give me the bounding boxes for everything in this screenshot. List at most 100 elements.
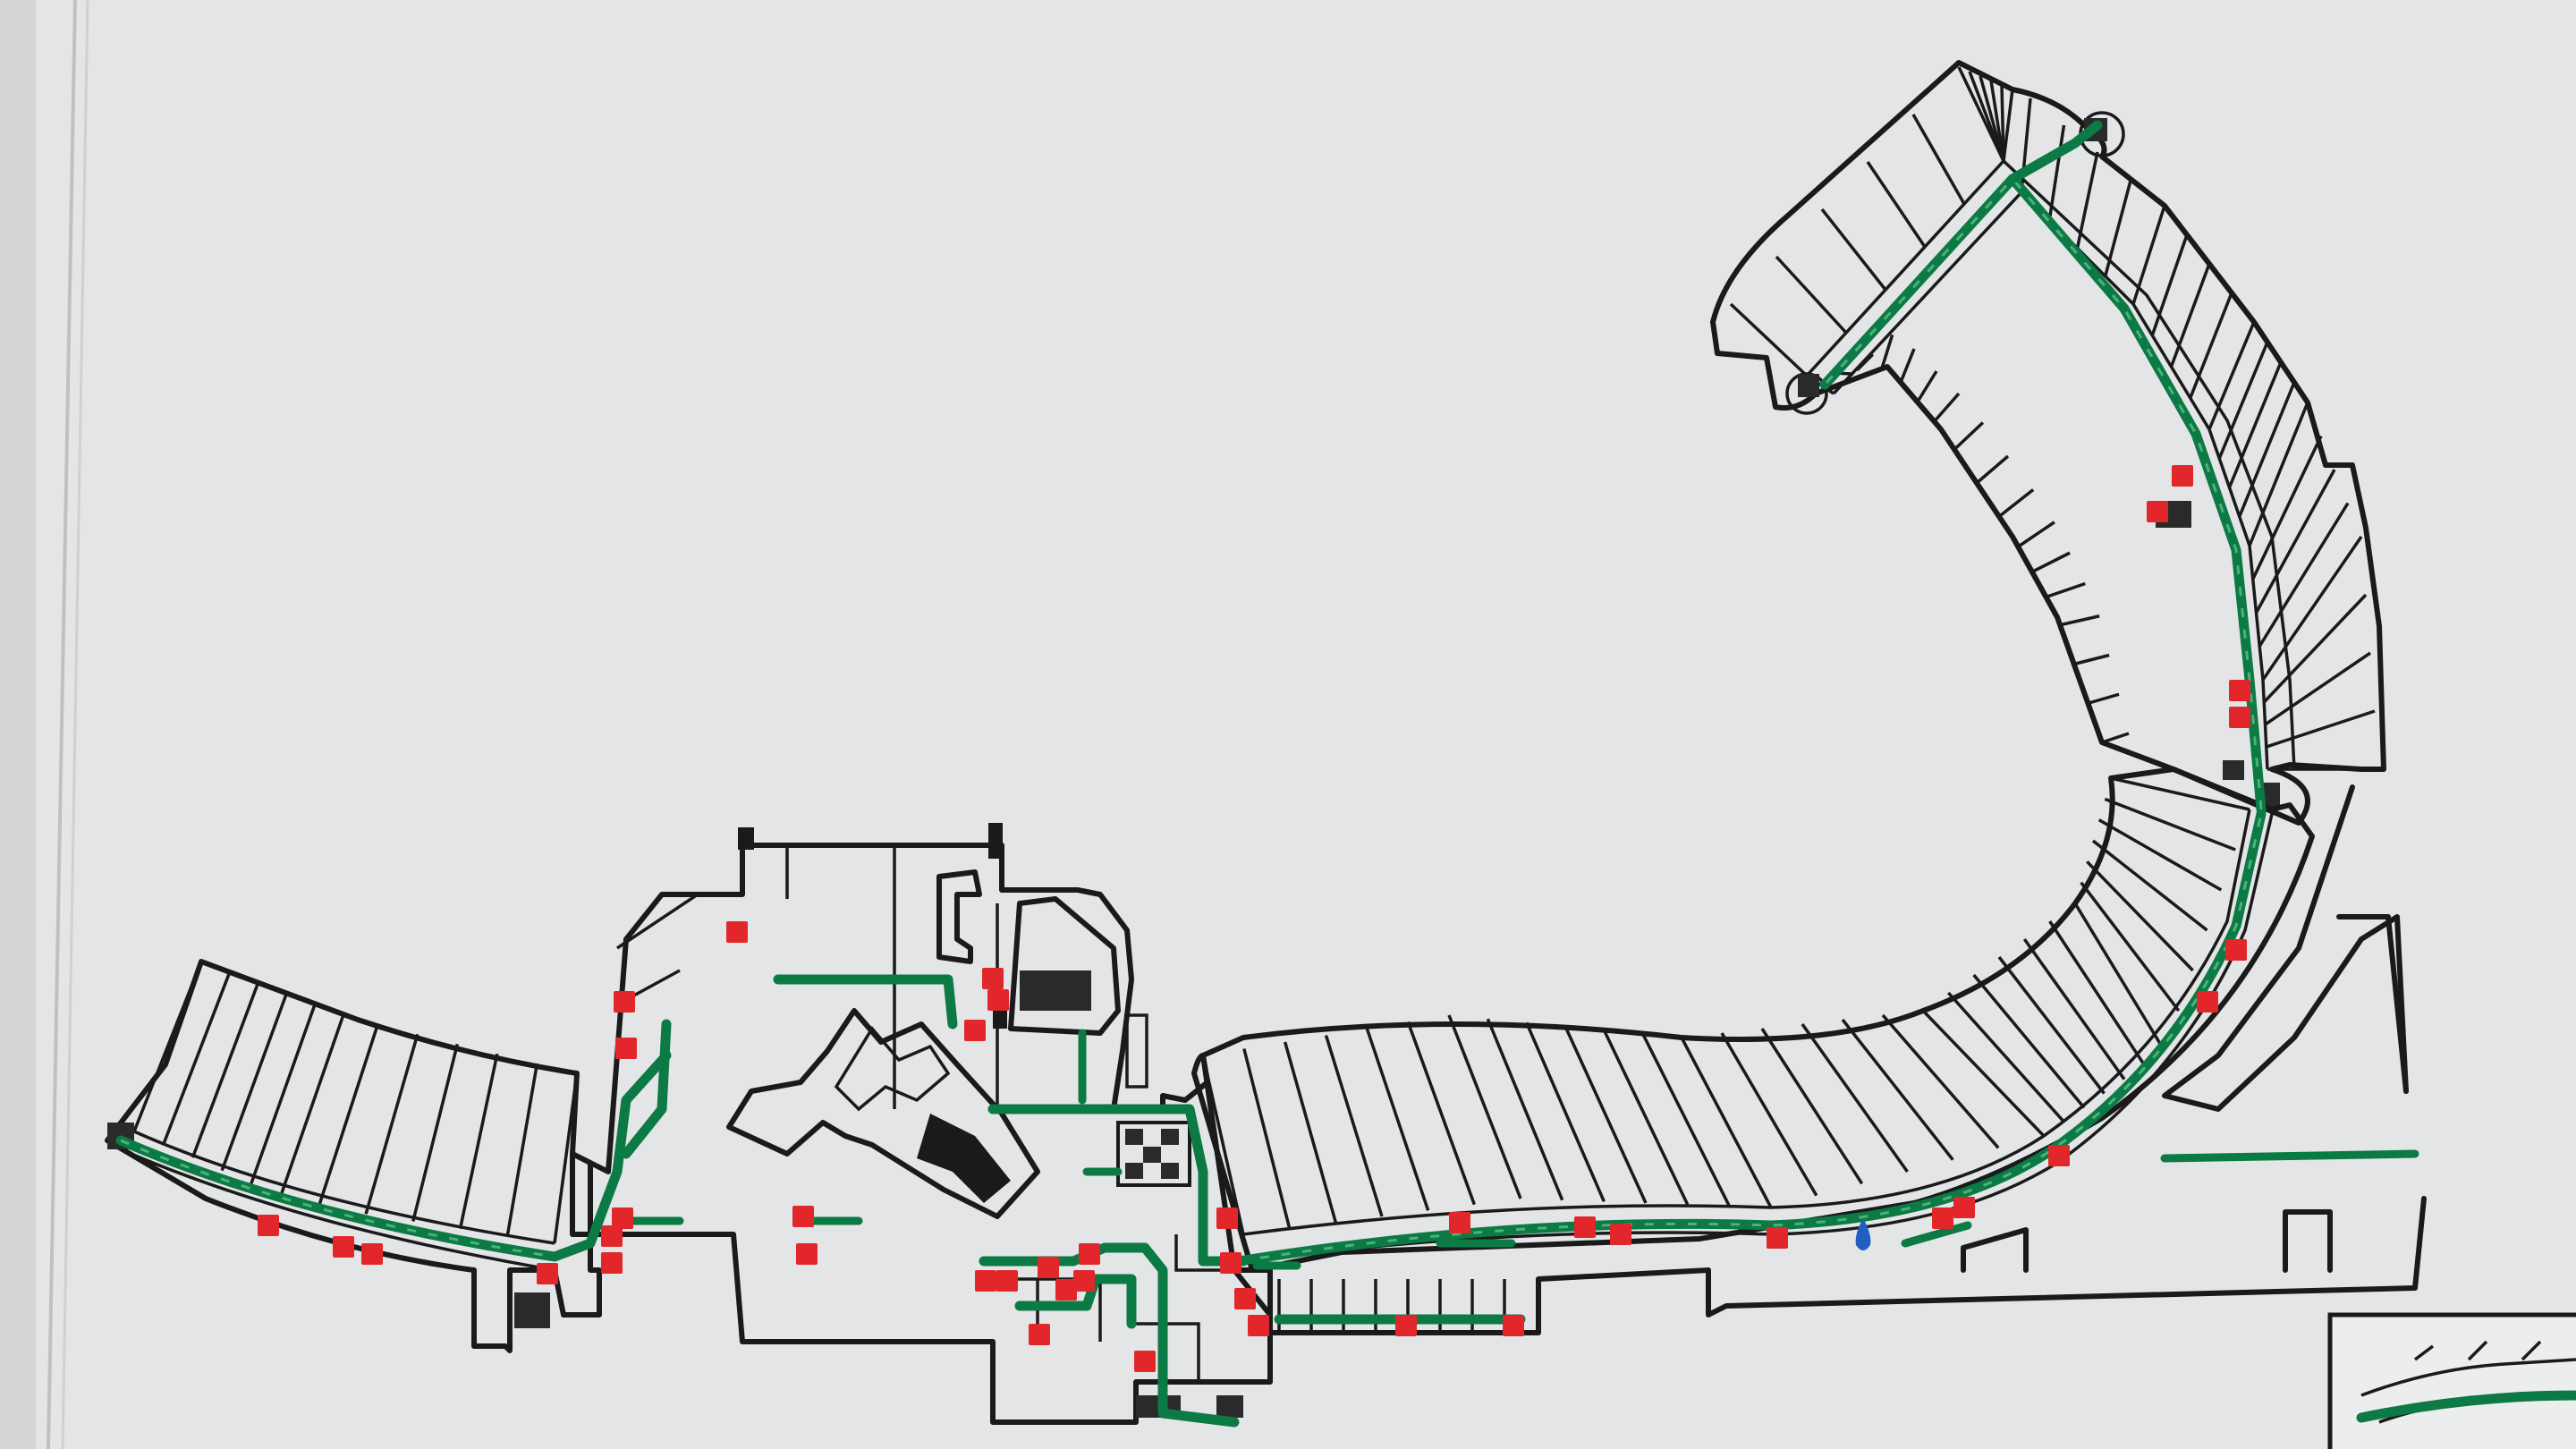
sign-glyph (1041, 1331, 1046, 1338)
central-room-partition (2110, 776, 2250, 811)
sign-glyph (628, 1045, 633, 1052)
sign-glyph (1229, 1215, 1234, 1222)
sign-glyph (2233, 684, 2239, 697)
ne-inner-room-partition (2258, 502, 2350, 648)
sign-glyph (1233, 1259, 1238, 1267)
core-column-3 (993, 1011, 1007, 1029)
sign-glyph (1515, 1322, 1521, 1329)
ne-west-room-partition (2073, 653, 2110, 666)
sign-glyph (995, 975, 1000, 982)
core-column-1 (738, 827, 754, 850)
sign-glyph (1239, 1292, 1244, 1305)
sign-glyph (1453, 1216, 1459, 1229)
ne-inner-room-partition (2227, 361, 2283, 488)
sign-glyph (2241, 714, 2247, 721)
ne-outer-room-partition (2002, 89, 2014, 162)
fire-equipment-sign-icon (1932, 1208, 1953, 1229)
ne-inner-room-partition (2189, 292, 2233, 399)
sign-glyph (1050, 1264, 1055, 1271)
ne-inner-room-partition (2262, 593, 2368, 704)
sign-glyph (1400, 1319, 1405, 1332)
central-room-partition (1525, 1021, 1606, 1203)
west-room-partition (553, 1072, 579, 1244)
fire-equipment-sign-icon (964, 1020, 986, 1041)
core-wedge-block (1008, 896, 1121, 1036)
north-east-wing (1710, 60, 2386, 826)
sign-glyph (1042, 1261, 1047, 1274)
sign-glyph (2151, 505, 2157, 518)
ne-west-room-partition (2087, 692, 2120, 705)
fire-equipment-sign-icon (1073, 1270, 1095, 1292)
west-room-partition (191, 982, 260, 1158)
fire-equipment-sign-icon (537, 1263, 558, 1284)
sign-glyph (979, 1275, 985, 1287)
central-room-partition (2073, 902, 2166, 1052)
ne-inner-room-partition (2254, 469, 2336, 614)
ne-outer-room-partition (1729, 302, 1809, 377)
central-room-partition (1801, 1022, 1909, 1174)
fire-equipment-sign-icon (615, 1038, 637, 1059)
sign-glyph (1033, 1328, 1038, 1341)
sign-glyph (366, 1248, 371, 1260)
ne-inner-room-partition (2075, 151, 2099, 249)
fire-equipment-sign-icon (333, 1236, 354, 1258)
sign-glyph (270, 1222, 275, 1229)
west-room-partition (505, 1063, 539, 1237)
sign-glyph (797, 1210, 802, 1223)
sign-glyph (2176, 470, 2182, 482)
sign-glyph (1936, 1212, 1942, 1224)
west-room-partition (364, 1033, 419, 1215)
central-room-partition (1680, 1037, 1773, 1208)
fire-equipment-sign-icon (2197, 991, 2218, 1013)
west-room-partition (278, 1013, 345, 1198)
sign-glyph (618, 996, 623, 1008)
sign-glyph (969, 1024, 974, 1037)
sign-glyph (1623, 1231, 1628, 1238)
route-ne-corridor (1819, 174, 2267, 815)
central-curved-wing (1191, 767, 2427, 1335)
sign-glyph (1060, 1284, 1065, 1296)
ne-west-room-partition (2031, 551, 2071, 573)
sign-glyph (1091, 1250, 1097, 1258)
sign-glyph (1771, 1232, 1776, 1244)
sign-glyph (1260, 1322, 1266, 1329)
central-room-partition (1447, 1014, 1522, 1199)
west-room-partition (411, 1043, 460, 1222)
fire-safety-signs (258, 465, 2250, 1372)
sign-glyph (2230, 944, 2235, 956)
fire-equipment-sign-icon (726, 921, 748, 943)
sign-glyph (1779, 1234, 1784, 1241)
ne-west-room-partition (1880, 334, 1894, 369)
sign-glyph (1147, 1358, 1152, 1365)
central-room-partition (1563, 1025, 1648, 1204)
fire-equipment-sign-icon (982, 968, 1004, 989)
sign-glyph (262, 1219, 267, 1232)
ne-west-room-partition (1899, 348, 1916, 384)
fire-equipment-sign-icon (1029, 1324, 1050, 1345)
sign-glyph (1614, 1228, 1620, 1241)
central-room-partition (1841, 1018, 1954, 1161)
ne-inner-room-partition (2047, 124, 2066, 221)
ne-inner-room-partition (2261, 536, 2363, 681)
ne-outer-room-partition (1911, 114, 1966, 205)
fire-equipment-sign-icon (1248, 1315, 1269, 1336)
ne-west-room-partition (2017, 521, 2055, 548)
ne-west-room-partition (1953, 421, 1985, 451)
sign-glyph (626, 998, 631, 1005)
route-core-lower (979, 1242, 1240, 1428)
atrium-wall (726, 1008, 1040, 1219)
ne-west-room-partition (2045, 581, 2086, 599)
sign-glyph (2061, 1152, 2066, 1159)
central-room-partition (1760, 1028, 1864, 1185)
atrium-inner (834, 1026, 951, 1112)
central-room-partition (2080, 881, 2181, 1013)
fire-equipment-sign-icon (2229, 680, 2250, 701)
sign-glyph (992, 994, 997, 1006)
fire-equipment-sign-icon (1134, 1351, 1156, 1372)
central-room-partition (2097, 818, 2223, 892)
ne-west-room-partition (2059, 614, 2100, 627)
ne-outer-room-partition (1775, 255, 1848, 335)
sign-glyph (541, 1267, 547, 1280)
west-room-partition (132, 961, 203, 1132)
